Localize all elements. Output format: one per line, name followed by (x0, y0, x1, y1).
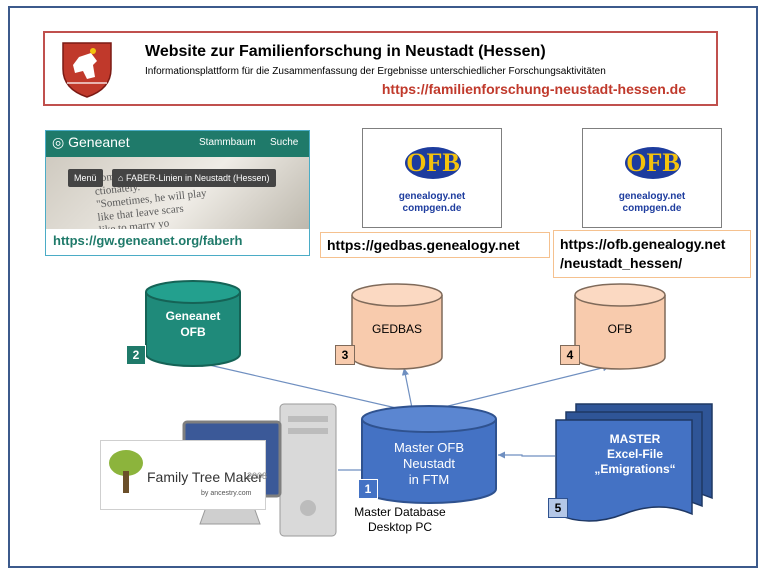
page-subtitle: Informationsplattform für die Zusammenfa… (145, 66, 606, 77)
family-tree-maker-logo: Family Tree Maker 2008 by ancestry.com (100, 440, 268, 510)
arrow-to-geneanet (195, 360, 406, 411)
geneanet-topbar: ◎ Geneanet Stammbaum Suche (46, 131, 309, 157)
master-database-caption: Master Database Desktop PC (340, 505, 460, 535)
badge-5: 5 (548, 498, 568, 518)
geneanet-db-line2: OFB (180, 325, 206, 339)
breadcrumb-label: FABER-Linien in Neustadt (Hessen) (125, 173, 270, 183)
geneanet-database-label: Geneanet OFB (144, 308, 242, 340)
geneanet-nav-suche[interactable]: Suche (270, 137, 299, 148)
master-database-label: Master OFB Neustadt in FTM (360, 440, 498, 488)
badge-2: 2 (126, 345, 146, 365)
geneanet-url-link[interactable]: https://gw.geneanet.org/faberh (53, 233, 243, 248)
gedbas-database-icon (351, 283, 443, 370)
geneanet-logo-icon: ◎ (52, 134, 65, 150)
ofb-site-logo-line2: compgen.de (622, 203, 682, 214)
gedbas-logo-box: OFB genealogy.net compgen.de (362, 128, 502, 228)
svg-text:OFB: OFB (406, 148, 459, 177)
tree-icon (109, 450, 143, 493)
svg-text:OFB: OFB (626, 148, 679, 177)
geneanet-menu-button[interactable]: Menü (68, 169, 103, 187)
master-db-line3: in FTM (408, 472, 450, 487)
master-db-line1: Master OFB (393, 440, 465, 455)
ftm-year: 2008 (247, 471, 268, 481)
badge-3: 3 (335, 345, 355, 365)
geneanet-panel: ◎ Geneanet Stammbaum Suche from the way … (45, 130, 310, 256)
master-excel-line3: „Emigrations“ (594, 462, 676, 476)
master-excel-label: MASTER Excel-File „Emigrations“ (560, 432, 710, 477)
badge-1: 1 (358, 479, 378, 499)
ofb-site-logo-box: OFB genealogy.net compgen.de (582, 128, 722, 228)
gedbas-url-link[interactable]: https://gedbas.genealogy.net (320, 232, 550, 258)
ftm-name: Family Tree Maker (147, 469, 263, 485)
gedbas-logo-line1: genealogy.net (398, 191, 466, 202)
coat-of-arms-icon (62, 42, 112, 98)
gedbas-logo-line2: compgen.de (402, 203, 462, 214)
arrow-to-ofb (431, 364, 611, 411)
ofb-site-logo-line1: genealogy.net (618, 191, 686, 202)
ftm-by-line: by ancestry.com (201, 490, 252, 497)
badge-4: 4 (560, 345, 580, 365)
ofb-site-url-line1: https://ofb.genealogy.net (560, 236, 726, 252)
slide-frame (8, 6, 758, 568)
book-background-image: from the way ctionately. "Sometimes, he … (46, 157, 309, 229)
website-url-link[interactable]: https://familienforschung-neustadt-hesse… (381, 81, 686, 97)
master-excel-line1: MASTER (609, 432, 661, 446)
geneanet-database-icon (145, 280, 241, 367)
ofb-logo-icon: OFB (405, 147, 461, 179)
master-excel-line2: Excel-File (606, 447, 664, 461)
caption-line2: Desktop PC (367, 520, 433, 534)
arrow-from-master-file (498, 451, 555, 459)
header-box: Website zur Familienforschung in Neustad… (43, 31, 718, 106)
caption-line1: Master Database (354, 505, 446, 519)
master-db-line2: Neustadt (402, 456, 456, 471)
arrow-to-gedbas (401, 367, 413, 409)
geneanet-db-line1: Geneanet (165, 309, 221, 323)
page-title: Website zur Familienforschung in Neustad… (145, 43, 546, 60)
geneanet-logo-text: Geneanet (68, 134, 130, 150)
ofb-logo-icon: OFB (625, 147, 681, 179)
geneanet-logo: ◎ Geneanet (52, 134, 130, 151)
ofb-database-label: OFB (607, 322, 633, 336)
ofb-site-url-line2: /neustadt_hessen/ (560, 255, 683, 271)
excel-document-stack-icon (555, 403, 713, 522)
gedbas-database-label: GEDBAS (371, 322, 422, 336)
geneanet-nav-stammbaum[interactable]: Stammbaum (199, 137, 256, 148)
geneanet-breadcrumb[interactable]: ⌂ FABER-Linien in Neustadt (Hessen) (112, 169, 276, 187)
ofb-database-icon (574, 283, 666, 370)
ofb-site-url-link[interactable]: https://ofb.genealogy.net /neustadt_hess… (553, 230, 751, 278)
home-icon: ⌂ (118, 173, 124, 183)
